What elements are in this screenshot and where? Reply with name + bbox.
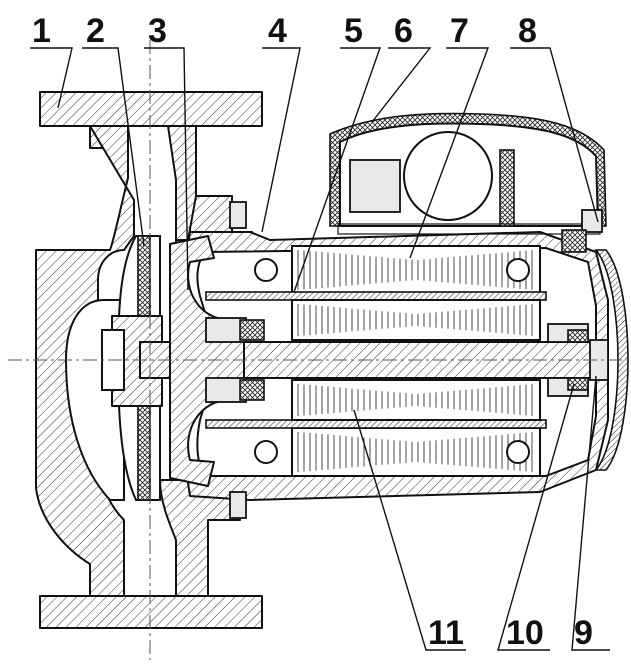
inlet-right-wall <box>167 125 197 241</box>
stator-upper <box>291 245 541 295</box>
bottom-flange <box>39 595 263 629</box>
leader-10 <box>497 383 575 651</box>
cable-gland <box>561 209 603 253</box>
callout-8: 8 <box>518 12 537 50</box>
rotor <box>291 299 541 421</box>
callout-9: 9 <box>574 614 593 652</box>
leader-2 <box>82 47 145 247</box>
rotor-lower <box>291 379 541 421</box>
leader-5 <box>293 47 381 293</box>
can-upper <box>205 291 547 301</box>
winding-screw-3 <box>254 440 278 464</box>
housing-bolt-top <box>229 201 247 229</box>
terminal-box <box>329 112 607 235</box>
winding-screw-1 <box>254 258 278 282</box>
leader-3 <box>144 47 189 291</box>
front-seal-top <box>239 319 265 341</box>
leader-9 <box>571 375 610 651</box>
bearing-plate <box>169 235 265 487</box>
front-seal-bottom <box>239 379 265 401</box>
leader-4 <box>261 47 301 233</box>
leader-1 <box>30 47 73 109</box>
rear-bushing-bottom <box>567 377 589 391</box>
stator-lower <box>291 427 541 477</box>
callout-11: 11 <box>428 614 464 652</box>
leader-7 <box>409 47 490 259</box>
callout-4: 4 <box>268 12 287 50</box>
stator <box>254 245 541 477</box>
rear-bearing <box>547 323 589 397</box>
can-lower <box>205 419 547 429</box>
callout-3: 3 <box>148 12 167 50</box>
callout-1: 1 <box>32 12 51 50</box>
winding-screw-2 <box>506 258 530 282</box>
terminal-block <box>349 159 401 213</box>
outlet-right-wall <box>159 479 241 597</box>
gland-body <box>581 209 603 233</box>
leader-11 <box>353 409 466 651</box>
callout-10: 10 <box>506 614 544 652</box>
rotor-laminations <box>297 304 533 416</box>
leader-8 <box>510 47 599 223</box>
gland-seal <box>561 229 587 253</box>
capacitor <box>403 131 493 221</box>
terminal-strip <box>499 149 515 227</box>
stator-windings <box>297 250 533 472</box>
callout-6: 6 <box>394 12 413 50</box>
leader-6 <box>371 47 432 123</box>
end-cap-shell <box>594 249 629 471</box>
rear-bushing-top <box>567 329 589 343</box>
housing-bolt-bottom <box>229 491 247 519</box>
callout-numbers: 1 2 3 4 5 6 7 8 11 10 9 <box>32 12 593 652</box>
pump-housing <box>35 91 263 629</box>
callout-2: 2 <box>86 12 105 50</box>
leader-lines <box>30 47 610 651</box>
callout-7: 7 <box>450 12 469 50</box>
winding-screw-4 <box>506 440 530 464</box>
callout-5: 5 <box>344 12 363 50</box>
top-flange <box>39 91 263 245</box>
rotor-upper <box>291 299 541 341</box>
